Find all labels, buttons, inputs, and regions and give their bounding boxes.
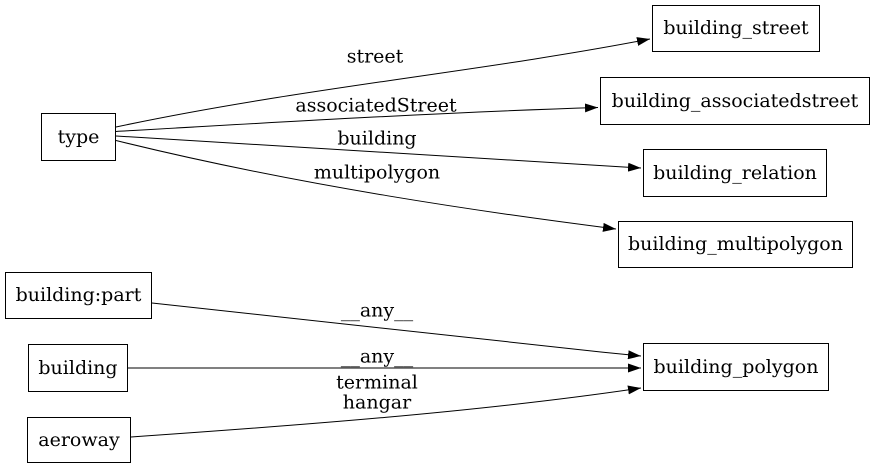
edge-label-street: street (346, 45, 404, 68)
edge-type-building-multipolygon (115, 140, 617, 232)
node-building-relation: building_relation (643, 149, 827, 197)
node-building-part: building:part (5, 272, 152, 319)
node-aeroway: aeroway (27, 417, 131, 463)
edge-aeroway-building-polygon (130, 385, 642, 438)
edge-building-part-building-polygon (151, 302, 642, 360)
edge-type-building-street (115, 37, 651, 128)
node-building: building (28, 344, 128, 392)
node-building-part-label: building:part (15, 284, 142, 306)
edge-type-building-relation (115, 135, 642, 172)
node-building-associatedstreet-label: building_associatedstreet (611, 89, 859, 112)
node-type: type (41, 113, 116, 161)
edge-label-multipolygon: multipolygon (313, 161, 441, 184)
node-building-associatedstreet: building_associatedstreet (600, 77, 870, 125)
node-building-relation-label: building_relation (653, 161, 817, 184)
edge-label-hangar: hangar (342, 391, 412, 413)
edge-label-associatedstreet: associatedStreet (295, 94, 457, 117)
node-type-label: type (57, 125, 100, 148)
edge-type-building-associatedstreet (115, 103, 599, 132)
edge-label-any-building: __any__ (340, 345, 414, 368)
node-building-label: building (38, 356, 118, 379)
node-building-multipolygon: building_multipolygon (618, 221, 853, 268)
node-building-multipolygon-label: building_multipolygon (628, 233, 843, 255)
node-aeroway-label: aeroway (38, 428, 120, 451)
node-building-street: building_street (652, 5, 820, 52)
node-building-street-label: building_street (663, 17, 809, 39)
node-building-polygon-label: building_polygon (653, 355, 819, 378)
node-building-polygon: building_polygon (643, 343, 829, 391)
edge-label-terminal-hangar: terminal hangar (336, 371, 418, 413)
edge-label-building: building (337, 127, 417, 150)
edge-label-any-building-part: __any__ (340, 299, 414, 322)
edge-label-terminal: terminal (336, 371, 418, 394)
